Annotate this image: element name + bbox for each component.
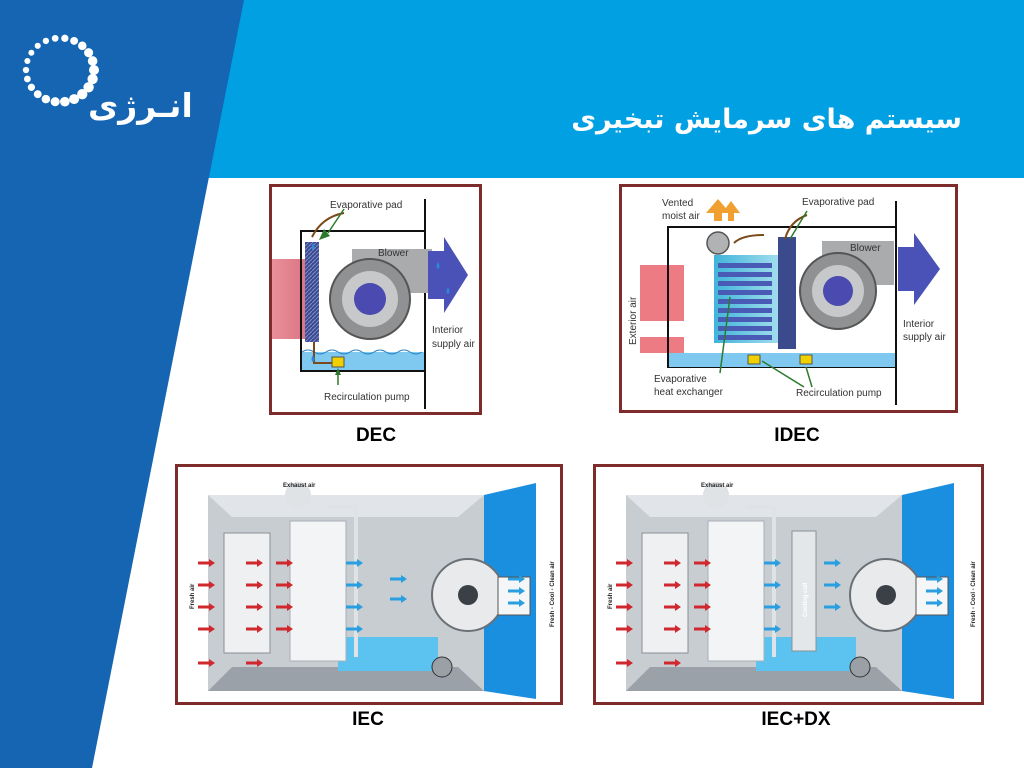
label-interior-supply-air: Interior [432, 325, 464, 336]
label-exterior-air: Exterior air [628, 296, 639, 345]
slide-title: سیستم های سرمایش تبخیری [571, 104, 962, 135]
caption-idec: IDEC [774, 425, 820, 446]
brand-name: انـرژی [88, 86, 193, 125]
label-vented: Vented [662, 198, 693, 209]
caption-iec: IEC [352, 709, 384, 730]
label-heat-exchanger: heat exchanger [654, 387, 724, 398]
left-band [0, 0, 244, 768]
label-dx-supply-air: Fresh - Cool - Clean air [971, 561, 977, 627]
evaporative-pad-shape [305, 242, 319, 342]
cool-air-arrows [764, 559, 943, 633]
label-idec-interior: Interior [903, 319, 935, 330]
label-evaporative: Evaporative [654, 374, 707, 385]
label-iec-supply-air: Fresh - Cool - Clean air [550, 561, 556, 627]
label-idec-supply-air: supply air [903, 332, 946, 343]
label-idec-blower: Blower [850, 243, 881, 254]
caption-dec: DEC [355, 425, 397, 446]
label-moist-air: moist air [662, 211, 700, 222]
idec-supply-air-arrow [898, 233, 940, 305]
fresh-air-arrows [616, 559, 711, 667]
label-idec-evaporative-pad: Evaporative pad [802, 197, 874, 208]
supply-air-arrow [428, 237, 468, 313]
iec-diagram: Exhaust air Fresh air Fresh - Cool - Cle… [175, 464, 563, 705]
label-recirculation-pump: Recirculation pump [324, 392, 410, 403]
vented-moist-air-arrow [706, 199, 730, 221]
label-evaporative-pad: Evaporative pad [330, 200, 402, 211]
logo-ring-icon [22, 34, 100, 107]
label-blower: Blower [378, 248, 409, 259]
iec-dx-diagram: Exhaust air Fresh air Cooling coil Fresh… [593, 464, 984, 705]
label-cooling-coil: Cooling coil [803, 582, 809, 617]
label-dx-exhaust-air: Exhaust air [701, 483, 734, 489]
label-iec-fresh-air: Fresh air [190, 583, 196, 609]
idec-diagram: Vented moist air Evaporative pad Blower … [619, 184, 958, 413]
label-dx-fresh-air: Fresh air [608, 583, 614, 609]
cool-air-arrows [346, 559, 525, 633]
dec-diagram: Evaporative pad Blower Interior supply a… [269, 184, 482, 415]
heat-exchanger-shape [718, 263, 772, 340]
label-iec-exhaust-air: Exhaust air [283, 483, 316, 489]
caption-iec-dx: IEC+DX [761, 709, 831, 730]
cooling-coil-shape [791, 530, 817, 652]
label-interior-supply-air-2: supply air [432, 339, 475, 350]
fresh-air-arrows [198, 559, 293, 667]
label-idec-recirculation-pump: Recirculation pump [796, 388, 882, 399]
